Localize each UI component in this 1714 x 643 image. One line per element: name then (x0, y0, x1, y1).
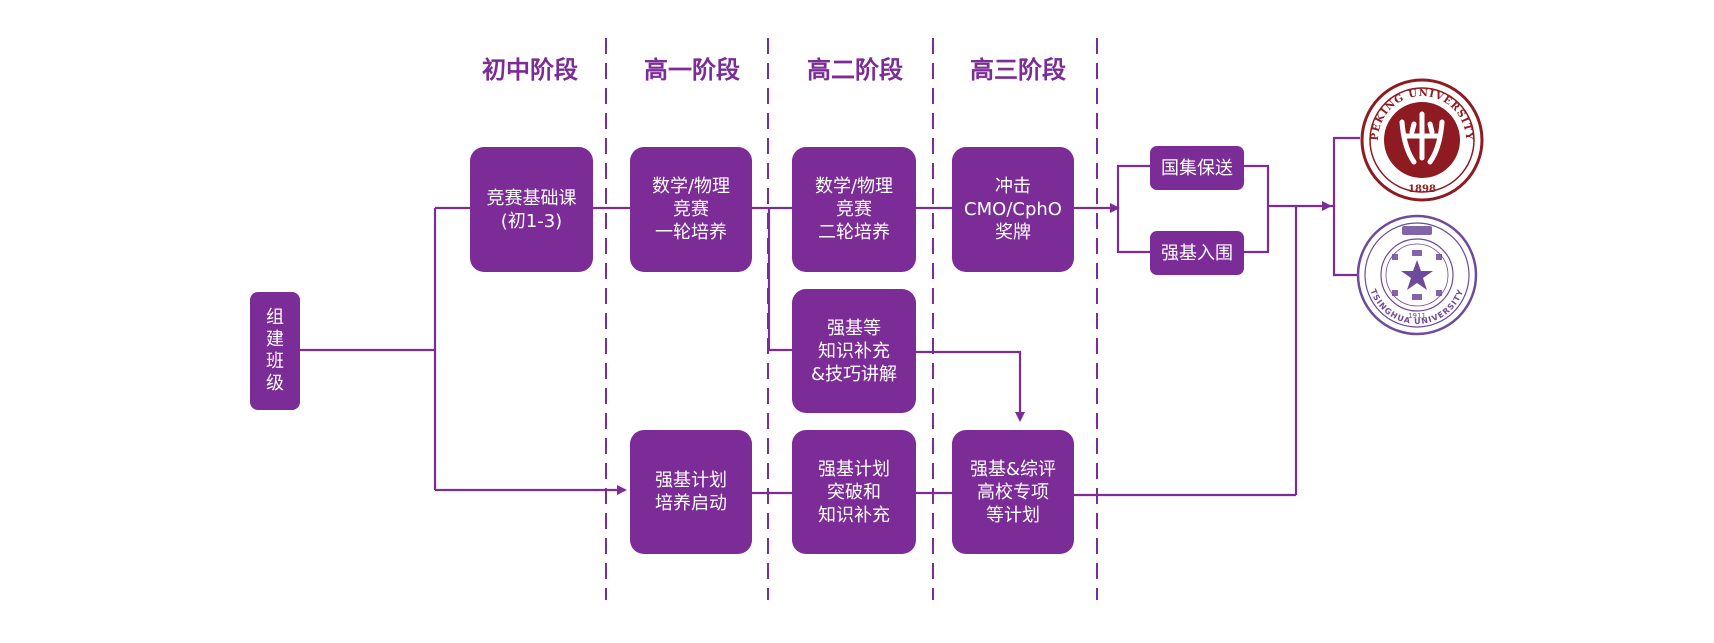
start-box: 组 建 班 级 (250, 292, 300, 410)
stage-header-grade3: 高三阶段 (970, 56, 1066, 84)
stage-header-grade1: 高一阶段 (644, 56, 740, 84)
peking-seal-year: 1898 (1408, 184, 1436, 195)
connector-to-tsinghua (1332, 206, 1360, 277)
competition-basic-course-box: 竞赛基础课 (初1-3) (470, 147, 593, 272)
stage-header-grade2: 高二阶段 (807, 56, 903, 84)
stage-header-junior: 初中阶段 (482, 56, 578, 84)
grade3-qiangji-box: 强基&综评 高校专项 等计划 (952, 430, 1074, 554)
grade3-competition-box: 冲击 CMO/CphO 奖牌 (952, 147, 1074, 272)
peking-university-seal-icon: PEKING UNIVERSITY 1898 (1360, 78, 1484, 202)
grade2-competition-box: 数学/物理 竞赛 二轮培养 (792, 147, 916, 272)
grade2-supplement-box: 强基等 知识补充 &技巧讲解 (792, 289, 916, 413)
tsinghua-seal-year: 1911 (1408, 312, 1426, 320)
connector-to-peking (1330, 136, 1360, 208)
grade1-qiangji-box: 强基计划 培养启动 (630, 430, 752, 554)
grade2-qiangji-box: 强基计划 突破和 知识补充 (792, 430, 916, 554)
connector-split-ruwei (1116, 208, 1150, 254)
qiangji-shortlist-box: 强基入围 (1150, 231, 1244, 275)
guoji-recommend-box: 国集保送 (1150, 146, 1244, 190)
tsinghua-university-seal-icon: TSINGHUA UNIVERSITY 1911 (1356, 214, 1478, 336)
connector-split-guoji (1116, 164, 1150, 208)
grade1-competition-box: 数学/物理 竞赛 一轮培养 (630, 147, 752, 272)
connector-supp-g3-qiangji (916, 350, 1025, 422)
connector-guoji-merge (1244, 164, 1270, 254)
connector-g1-supp (767, 208, 792, 352)
